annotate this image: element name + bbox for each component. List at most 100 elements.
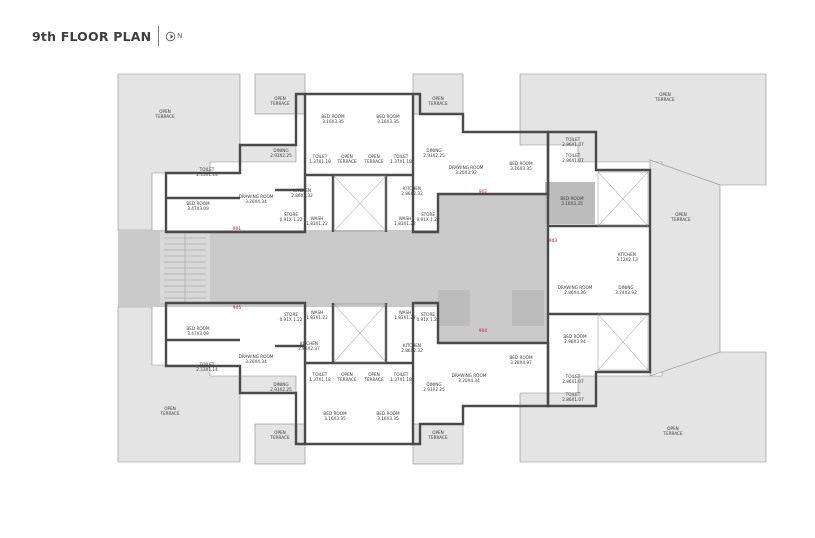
room-name: TERRACE bbox=[336, 377, 357, 382]
room-size: 2.13X1.14 bbox=[196, 367, 218, 372]
room-name: DRAWING ROOM bbox=[239, 354, 274, 359]
room-name: TERRACE bbox=[654, 97, 675, 102]
unit-number-902: 902 bbox=[479, 189, 488, 195]
room-name: TOILET bbox=[565, 374, 581, 379]
room-size: 3.47X3.09 bbox=[187, 331, 209, 336]
room-size: 3.20X4.34 bbox=[458, 378, 480, 383]
room-name: BED ROOM bbox=[509, 355, 533, 360]
room-size: 2.13X1.14 bbox=[196, 172, 218, 177]
room-name: TERRACE bbox=[269, 435, 290, 440]
room-name: BED ROOM bbox=[563, 334, 587, 339]
room-name: TOILET bbox=[565, 153, 581, 158]
terrace-se bbox=[519, 306, 767, 463]
room-name: OPEN bbox=[341, 372, 353, 377]
room-name: TERRACE bbox=[269, 101, 290, 106]
room-size: 0.91X 1.22 bbox=[280, 317, 303, 322]
room-size: 2.86X1.07 bbox=[562, 397, 584, 402]
room-size: 2.93X2.25 bbox=[423, 387, 445, 392]
room-name: OPEN bbox=[274, 430, 286, 435]
lift-3 bbox=[545, 182, 595, 224]
room-name: BED ROOM bbox=[186, 326, 210, 331]
room-name: TERRACE bbox=[363, 159, 384, 164]
common-areas bbox=[118, 182, 595, 343]
room-size: 2.86X2.32 bbox=[401, 191, 423, 196]
wall-unit-903 bbox=[546, 130, 652, 408]
room-name: OPEN bbox=[368, 154, 380, 159]
room-size: 3.20X3.92 bbox=[455, 170, 477, 175]
room-name: TOILET bbox=[565, 137, 581, 142]
room-size: 2.93X2.25 bbox=[270, 153, 292, 158]
terraces bbox=[117, 73, 767, 465]
room-name: WASH bbox=[311, 310, 324, 315]
room-size: 0.91X 1.22 bbox=[417, 317, 440, 322]
room-name: DRAWING ROOM bbox=[558, 285, 593, 290]
room-name: STORE bbox=[284, 312, 298, 317]
lift-1 bbox=[438, 290, 470, 326]
lift-2 bbox=[512, 290, 544, 326]
wall-unit-905 bbox=[164, 301, 307, 446]
lobby-north bbox=[438, 194, 548, 234]
room-size: 1.37X1.18 bbox=[309, 377, 331, 382]
room-name: WASH bbox=[399, 216, 412, 221]
unit-number-904: 904 bbox=[479, 328, 488, 334]
room-size: 1.83X1.22 bbox=[394, 221, 416, 226]
unit-number-901: 901 bbox=[233, 226, 242, 232]
room-name: OPEN bbox=[659, 92, 671, 97]
room-size: 3.16X3.35 bbox=[510, 166, 532, 171]
room-size: 3.16X3.35 bbox=[322, 119, 344, 124]
room-name: BED ROOM bbox=[323, 411, 347, 416]
stair-treads bbox=[164, 232, 206, 303]
room-name: KITCHEN bbox=[403, 186, 421, 191]
room-name: STORE bbox=[421, 312, 435, 317]
room-name: TERRACE bbox=[154, 114, 175, 119]
room-size: 3.16X3.35 bbox=[377, 119, 399, 124]
room-size: 3.12X2.13 bbox=[616, 257, 638, 262]
room-name: TERRACE bbox=[363, 377, 384, 382]
terrace-sw bbox=[117, 306, 297, 463]
room-size: 1.83X1.22 bbox=[394, 315, 416, 320]
room-name: OPEN bbox=[368, 372, 380, 377]
room-size: 2.86X1.07 bbox=[562, 158, 584, 163]
wall-south-core bbox=[305, 303, 413, 446]
compass-icon bbox=[166, 31, 176, 41]
room-name: KITCHEN bbox=[403, 343, 421, 348]
wall-north-core bbox=[305, 92, 413, 232]
compass-north-label: N bbox=[177, 32, 183, 40]
room-size: 1.83X1.22 bbox=[306, 315, 328, 320]
room-name: OPEN bbox=[164, 406, 176, 411]
page-title: 9th FLOOR PLAN bbox=[32, 28, 152, 44]
room-name: TOILET bbox=[565, 392, 581, 397]
room-name: WASH bbox=[311, 216, 324, 221]
room-name: DRAWING ROOM bbox=[452, 373, 487, 378]
room-size: 2.86X2.32 bbox=[401, 348, 423, 353]
